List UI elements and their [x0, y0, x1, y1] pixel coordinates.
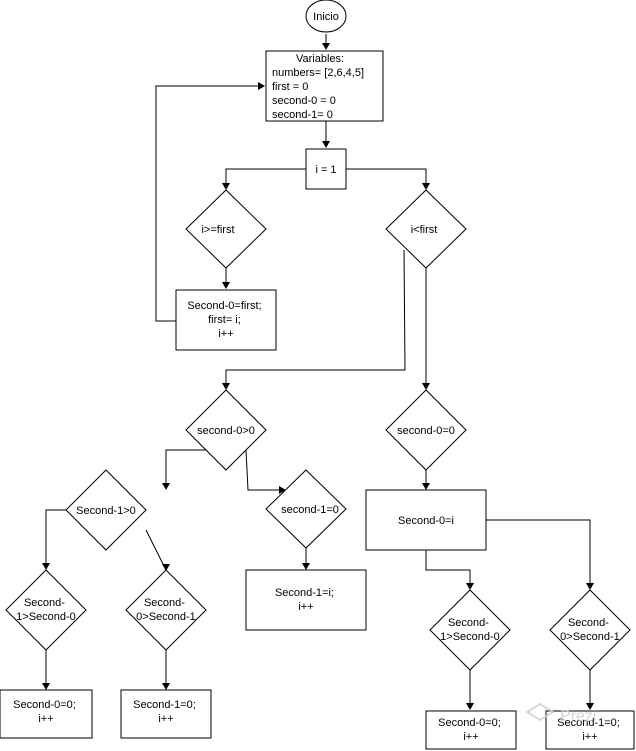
arrowhead	[322, 141, 330, 148]
edge-s1gt0-left	[45, 509, 66, 564]
arrowhead	[422, 183, 430, 190]
node-label: i = 1	[315, 164, 336, 176]
node-label: Second- 0>Second-1	[136, 597, 196, 623]
node-set-s1-zero-left[interactable]: Second-1=0; i++	[120, 689, 212, 739]
node-label: i<first	[411, 224, 438, 236]
node-label: Second- 0>Second-1	[560, 617, 620, 643]
edge-lt-second0gt0	[225, 249, 406, 384]
node-label: Second-0=0; i++	[438, 717, 504, 743]
node-cond-lt-first[interactable]: i<first	[385, 189, 467, 269]
arrowhead	[322, 43, 330, 50]
node-label: second-1=0	[281, 504, 339, 516]
node-label: Second-0=i	[398, 515, 454, 527]
node-label: Variables: numbers= [2,6,4,5] first = 0 …	[272, 53, 367, 121]
arrowhead	[586, 703, 594, 710]
node-set-s0-zero-left[interactable]: Second-0=0; i++	[0, 689, 93, 739]
watermark-text: Prezi	[560, 708, 596, 725]
node-cond-second1-eq0[interactable]: second-1=0	[265, 469, 347, 549]
prezi-logo-icon	[525, 702, 555, 722]
node-assign-second0-i[interactable]: Second-0=i	[365, 489, 487, 551]
arrowhead	[222, 383, 230, 390]
edge-assign0-left	[425, 550, 471, 584]
arrowhead	[42, 683, 50, 690]
node-label: Second-0=first; first= i; i++	[187, 300, 264, 340]
arrowhead	[466, 583, 474, 590]
node-label: Second-0=0; i++	[13, 699, 79, 725]
arrowhead	[466, 703, 474, 710]
node-label: second-0>0	[197, 425, 255, 437]
arrowhead	[586, 583, 594, 590]
arrowhead	[162, 683, 170, 690]
edge-gt0-second1eq0	[245, 449, 279, 491]
node-label: second-0=0	[397, 425, 455, 437]
arrowhead	[279, 486, 286, 494]
edge-assign0-right	[486, 519, 591, 584]
node-cond-ge-first[interactable]: i>=first	[185, 189, 267, 269]
arrowhead	[42, 563, 50, 570]
node-cond-s1-gt-s0-left[interactable]: Second- 1>Second-0	[5, 569, 87, 651]
edge-s1gt0-right	[145, 529, 167, 571]
arrowhead	[258, 82, 265, 90]
node-label: Inicio	[313, 11, 339, 23]
node-cond-second0-eq0[interactable]: second-0=0	[385, 389, 467, 471]
node-i-init[interactable]: i = 1	[305, 148, 347, 190]
node-cond-s0-gt-s1-right[interactable]: Second- 0>Second-1	[549, 589, 631, 671]
arrowhead	[222, 183, 230, 190]
edge-iinit-ge	[225, 168, 306, 184]
arrowhead	[422, 483, 430, 490]
node-cond-second0-gt0[interactable]: second-0>0	[185, 389, 267, 471]
edge-gt0-second1gt0	[165, 449, 206, 484]
node-label: Second- 1>Second-0	[16, 597, 76, 623]
node-update-first[interactable]: Second-0=first; first= i; i++	[175, 289, 277, 351]
edge-update-loop	[155, 85, 258, 322]
edges	[42, 34, 594, 710]
node-label: i>=first	[201, 224, 234, 236]
arrowhead	[422, 383, 430, 390]
node-label: Second-1=0; i++	[133, 699, 199, 725]
prezi-watermark: Prezi	[525, 702, 596, 725]
node-assign-second1-i[interactable]: Second-1=i; i++	[245, 569, 367, 631]
node-variables[interactable]: Variables: numbers= [2,6,4,5] first = 0 …	[265, 50, 384, 122]
node-label: Second-1>0	[76, 505, 136, 517]
node-cond-s1-gt-s0-right[interactable]: Second- 1>Second-0	[429, 589, 511, 671]
node-label: Second- 1>Second-0	[440, 617, 500, 643]
node-inicio[interactable]: Inicio	[305, 0, 347, 33]
edge-iinit-lt	[346, 168, 427, 184]
arrowhead	[162, 564, 170, 571]
node-label: Second-1=0; i++	[557, 717, 623, 743]
node-cond-second1-gt0[interactable]: Second-1>0	[65, 469, 147, 551]
node-cond-s0-gt-s1-left[interactable]: Second- 0>Second-1	[125, 569, 207, 651]
arrowhead	[162, 483, 170, 490]
node-set-s1-zero-right[interactable]: Second-1=0; i++	[545, 710, 635, 750]
node-set-s0-zero-right[interactable]: Second-0=0; i++	[425, 710, 517, 750]
node-label: Second-1=i; i++	[275, 587, 337, 613]
arrowhead	[222, 282, 230, 289]
arrowhead	[302, 563, 310, 570]
